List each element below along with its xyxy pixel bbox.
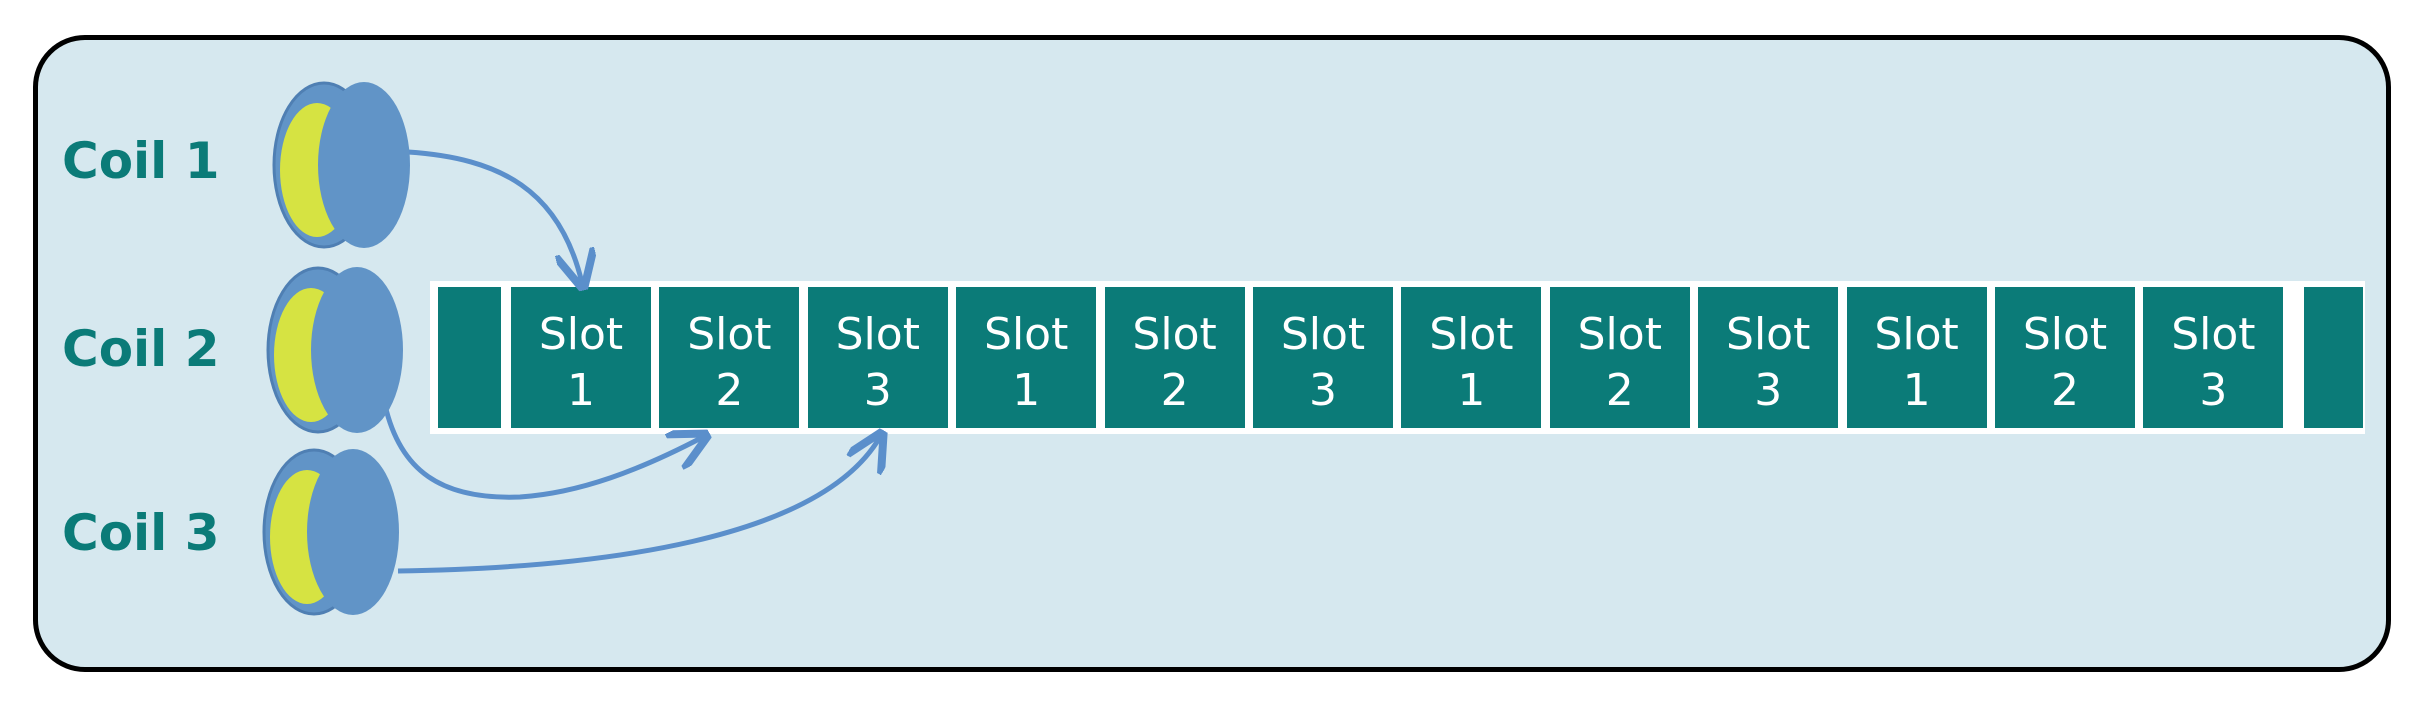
slot-number: 2	[1160, 365, 1189, 416]
coil-3-label: Coil 3	[62, 504, 220, 562]
slot-label: Slot	[687, 309, 772, 360]
slot-label: Slot	[1577, 309, 1662, 360]
coil-1-arrow	[407, 149, 582, 283]
coil-3-icon	[262, 448, 399, 616]
slot-label: Slot	[835, 309, 920, 360]
coil-1-label: Coil 1	[62, 132, 220, 190]
slot-label: Slot	[984, 309, 1069, 360]
slot-number: 3	[1754, 365, 1783, 416]
slot-label: Slot	[538, 309, 624, 360]
slot-label: Slot	[1280, 309, 1366, 360]
coil-2-icon	[266, 266, 403, 434]
slot-number: 1	[1012, 365, 1041, 416]
slot-number: 3	[863, 365, 892, 416]
slot-number: 3	[1309, 365, 1337, 416]
slot-number: 3	[2199, 365, 2228, 416]
slot-number: 1	[1457, 365, 1486, 416]
slot-label: Slot	[2022, 309, 2108, 360]
slot-number: 2	[2051, 365, 2079, 416]
coil-2-label: Coil 2	[62, 320, 220, 378]
strip-end-cap-right	[2304, 287, 2363, 428]
coil-2-arrow	[382, 404, 703, 500]
slot-label: Slot	[1874, 309, 1959, 360]
slot-number: 1	[567, 365, 595, 416]
slot-label: Slot	[1429, 309, 1514, 360]
slot-number: 1	[1902, 365, 1931, 416]
strip-end-cap-left	[438, 287, 501, 428]
coil-3-arrow	[397, 437, 880, 574]
slot-number: 2	[1605, 365, 1634, 416]
slot-label: Slot	[2171, 309, 2256, 360]
coil-1-icon	[272, 81, 410, 249]
slot-label: Slot	[1726, 309, 1811, 360]
slot-number: 2	[715, 365, 744, 416]
slot-label: Slot	[1132, 309, 1217, 360]
